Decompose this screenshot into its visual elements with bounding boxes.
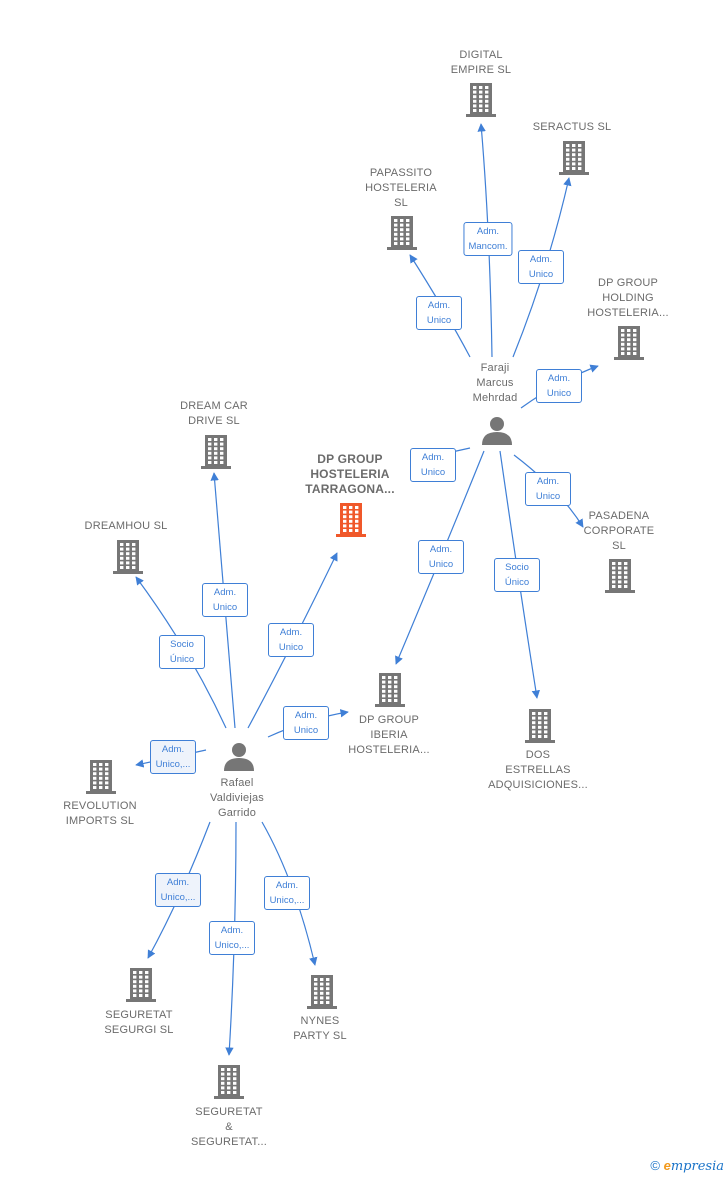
edge-label[interactable]: Adm. Unico,... (150, 740, 196, 774)
company-name-nynes[interactable]: NYNES PARTY SL (293, 1015, 347, 1042)
company-name-dp-group-tarragona[interactable]: DP GROUP HOSTELERIA TARRAGONA... (305, 452, 395, 496)
company-name-seractus[interactable]: SERACTUS SL (532, 121, 612, 133)
company-name-digital-empire[interactable]: DIGITAL EMPIRE SL (450, 49, 512, 76)
copyright-symbol: © (650, 1158, 660, 1173)
building-icon[interactable] (214, 1065, 244, 1099)
edge-label[interactable]: Adm. Unico (283, 706, 329, 740)
edge-label[interactable]: Adm. Unico (268, 623, 314, 657)
brand-name: mpresia (670, 1159, 724, 1174)
building-icon[interactable] (86, 760, 116, 794)
company-name-papassito[interactable]: PAPASSITO HOSTELERIA SL (365, 167, 437, 209)
person-icon[interactable] (482, 417, 512, 445)
brand-initial: e (663, 1158, 671, 1173)
company-name-seguretat-segurgi[interactable]: SEGURETAT SEGURGI SL (104, 1009, 174, 1036)
building-icon[interactable] (201, 435, 231, 469)
person-name-faraji[interactable]: Faraji Marcus Mehrdad (472, 362, 518, 404)
edge-label[interactable]: Adm. Mancom. (463, 222, 513, 256)
edge-label[interactable]: Adm. Unico (518, 250, 564, 284)
edge-label[interactable]: Adm. Unico,... (155, 873, 201, 907)
edge-label[interactable]: Adm. Unico (525, 472, 571, 506)
person-name-rafael[interactable]: Rafael Valdiviejas Garrido (210, 777, 264, 819)
empresia-watermark: © empresia (650, 1158, 724, 1174)
edge-label[interactable]: Socio Único (159, 635, 205, 669)
company-name-dream-car[interactable]: DREAM CAR DRIVE SL (180, 400, 248, 427)
company-name-dreamhou[interactable]: DREAMHOU SL (84, 520, 168, 532)
building-icon[interactable] (525, 709, 555, 743)
edge-label[interactable]: Adm. Unico (536, 369, 582, 403)
company-name-dos-estrellas[interactable]: DOS ESTRELLAS ADQUISICIONES... (488, 749, 588, 791)
building-icon[interactable] (113, 540, 143, 574)
building-icon[interactable] (307, 975, 337, 1009)
edge-label[interactable]: Adm. Unico (416, 296, 462, 330)
edge-label[interactable]: Adm. Unico (418, 540, 464, 574)
edge-label[interactable]: Adm. Unico,... (209, 921, 255, 955)
company-name-dp-group-iberia[interactable]: DP GROUP IBERIA HOSTELERIA... (348, 714, 430, 756)
edge-label[interactable]: Adm. Unico (410, 448, 456, 482)
company-name-dp-group-holding[interactable]: DP GROUP HOLDING HOSTELERIA... (587, 277, 669, 319)
company-name-pasadena[interactable]: PASADENA CORPORATE SL (583, 510, 655, 552)
building-icon[interactable] (387, 216, 417, 250)
building-icon[interactable] (375, 673, 405, 707)
focal-building-icon[interactable] (336, 503, 366, 537)
building-icon[interactable] (605, 559, 635, 593)
building-icon[interactable] (559, 141, 589, 175)
edge-label[interactable]: Adm. Unico (202, 583, 248, 617)
company-name-seguretat-seguretat[interactable]: SEGURETAT & SEGURETAT... (191, 1106, 267, 1148)
person-icon[interactable] (224, 743, 254, 771)
edge-label[interactable]: Socio Único (494, 558, 540, 592)
building-icon[interactable] (466, 83, 496, 117)
building-icon[interactable] (614, 326, 644, 360)
building-icon[interactable] (126, 968, 156, 1002)
edge-label[interactable]: Adm. Unico,... (264, 876, 310, 910)
company-name-revolution[interactable]: REVOLUTION IMPORTS SL (63, 800, 137, 827)
